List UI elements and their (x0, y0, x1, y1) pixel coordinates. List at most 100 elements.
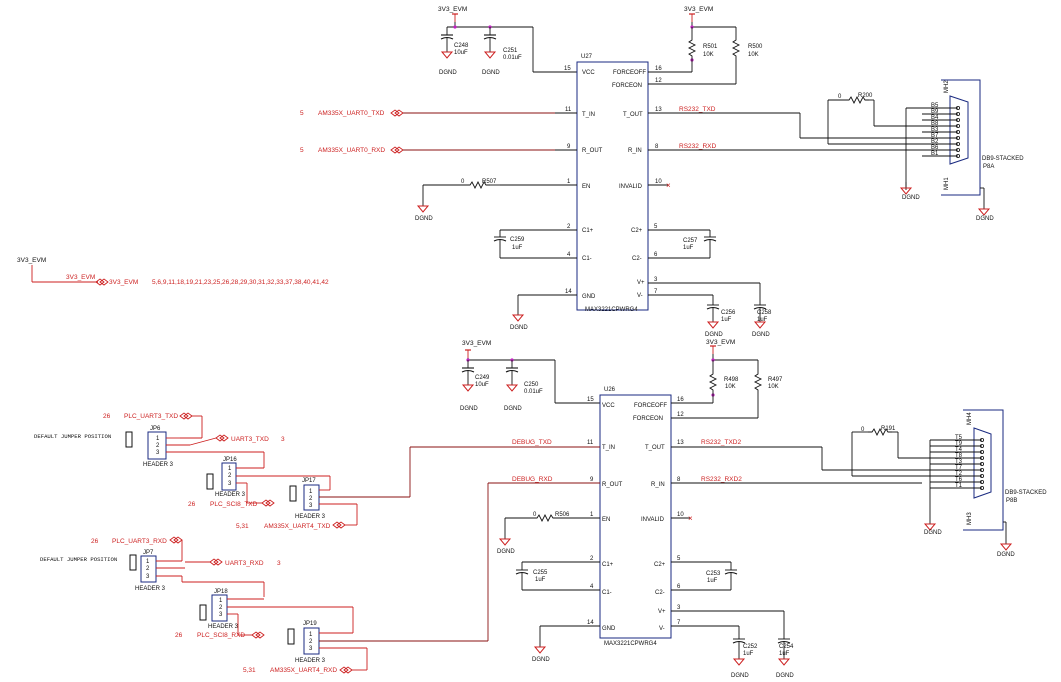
u27-tx-net: AM335X_UART0_TXD (318, 110, 385, 117)
svg-text:EN: EN (602, 517, 610, 523)
u27-chip (576, 61, 649, 311)
svg-text:11: 11 (587, 440, 594, 446)
u26-section: 3V3_EVM C249 10uF DGND C250 0.01uF DGND … (410, 339, 930, 679)
plc-uart3-txd-net: PLC_UART3_TXD (124, 413, 178, 420)
p8a-pin-label-b8: B8 (931, 121, 939, 127)
svg-text:C2+: C2+ (654, 562, 666, 568)
u26-part: MAX3221CPWRG4 (604, 641, 657, 647)
p8b-gnd-right: DGND (997, 552, 1015, 558)
c256-ref: C256 (721, 310, 736, 316)
c254-ref: C254 (779, 644, 794, 650)
jp16-body (221, 462, 237, 491)
svg-text:6: 6 (654, 252, 658, 258)
p8b-label: DB9-STACKED (1005, 490, 1047, 496)
c251-value: 0.01uF (503, 55, 522, 61)
jp19-ref: JP19 (303, 621, 317, 627)
svg-text:7: 7 (654, 289, 658, 295)
p8b-pin-label-t3: T3 (955, 459, 963, 465)
p8a-pin-contact-b4 (956, 118, 961, 123)
svg-text:15: 15 (587, 397, 594, 403)
svg-text:1: 1 (309, 632, 313, 638)
svg-text:R_IN: R_IN (651, 482, 665, 488)
p8b-pin-label-t8: T8 (955, 453, 963, 459)
svg-text:V-: V- (637, 293, 643, 299)
c251-ref: C251 (503, 48, 518, 54)
p8b-pin-contact-t2 (980, 473, 985, 478)
bus-net-name: 3V3_EVM (109, 279, 138, 286)
svg-text:6: 6 (677, 584, 681, 590)
svg-text:9: 9 (567, 144, 571, 150)
svg-text:10: 10 (677, 512, 684, 518)
c257-value: 1uF (683, 245, 694, 251)
jp16-header: HEADER 3 (215, 492, 246, 498)
r501-value: 10K (703, 52, 714, 58)
svg-text:2: 2 (309, 639, 313, 645)
svg-text:C2-: C2- (655, 590, 665, 596)
c252-gnd: DGND (731, 673, 749, 679)
p8a-pin-label-b3: B3 (931, 127, 939, 133)
svg-text:GND: GND (582, 294, 596, 300)
c251-gnd: DGND (482, 70, 500, 76)
p8a-pin-label-b2: B2 (931, 139, 939, 145)
c249-value: 10uF (475, 382, 489, 388)
p8b-pin-label-t4: T4 (955, 447, 963, 453)
p8a-gnd-right: DGND (976, 216, 994, 222)
svg-text:13: 13 (655, 107, 662, 113)
p8b-mh-bot: MH3 (967, 512, 973, 525)
u27-tx-sheet: 5 (300, 110, 304, 117)
c248-value: 10uF (454, 50, 468, 56)
svg-text:2: 2 (156, 443, 160, 449)
svg-text:×: × (666, 181, 671, 190)
r507-value: 0 (461, 179, 465, 185)
p8a-pin-label-b4: B4 (931, 115, 939, 121)
svg-text:EN: EN (582, 184, 590, 190)
rx-jumper-network: DEFAULT JUMPER POSITION JP7 1 2 3 HEADER… (40, 483, 489, 674)
svg-text:1: 1 (146, 559, 150, 565)
r191-value: 0 (861, 427, 865, 433)
svg-text:T_IN: T_IN (582, 112, 595, 118)
jp18-header: HEADER 3 (208, 624, 239, 630)
u27-rs232-tx: RS232_TXD (679, 106, 716, 113)
am335x-uart4-txd-sheet: 5,31 (236, 523, 249, 530)
svg-text:3: 3 (309, 503, 313, 509)
svg-text:C1+: C1+ (602, 562, 614, 568)
p8b-connector: MH4 MH3 DB9-STACKED P8B DGND DGND (924, 409, 1047, 558)
tx-default-jumper-note: DEFAULT JUMPER POSITION (34, 433, 111, 440)
svg-text:FORCEOFF: FORCEOFF (613, 70, 646, 76)
u26-tx-net: DEBUG_TXD (512, 439, 552, 446)
tx-jumper-network: DEFAULT JUMPER POSITION JP6 1 2 3 HEADER… (34, 412, 411, 530)
svg-text:3: 3 (677, 605, 681, 611)
jp19-header: HEADER 3 (295, 658, 326, 664)
svg-text:VCC: VCC (602, 403, 615, 409)
svg-text:7: 7 (677, 620, 681, 626)
r191-ref: R191 (881, 426, 896, 432)
r500-value: 10K (748, 52, 759, 58)
p8a-pin-contact-b8 (956, 124, 961, 129)
rx-default-jumper-note: DEFAULT JUMPER POSITION (40, 556, 117, 563)
p8b-pin-label-t6: T6 (955, 477, 963, 483)
svg-text:V+: V+ (637, 280, 645, 286)
c256-gnd: DGND (705, 332, 723, 338)
u26-ref: U26 (604, 387, 616, 393)
jp16-ref: JP16 (223, 457, 237, 463)
jp6-header: HEADER 3 (143, 462, 174, 468)
jp17-body (303, 484, 320, 511)
svg-text:9: 9 (590, 477, 594, 483)
c248-ref: C248 (454, 43, 469, 49)
jp7-header: HEADER 3 (135, 586, 166, 592)
svg-text:16: 16 (655, 66, 662, 72)
r500-ref: R500 (748, 44, 763, 50)
uart3-txd-net: UART3_TXD (231, 436, 269, 443)
u27-section: 3V3_EVM C248 10uF DGND C251 0.01uF DGND … (300, 6, 922, 338)
c258-gnd: DGND (752, 332, 770, 338)
svg-text:FORCEOFF: FORCEOFF (634, 403, 667, 409)
svg-text:4: 4 (590, 584, 594, 590)
svg-text:2: 2 (567, 224, 571, 230)
svg-text:1: 1 (567, 179, 571, 185)
svg-text:VCC: VCC (582, 70, 595, 76)
svg-text:C2+: C2+ (631, 228, 643, 234)
p8b-ref: P8B (1006, 498, 1017, 504)
